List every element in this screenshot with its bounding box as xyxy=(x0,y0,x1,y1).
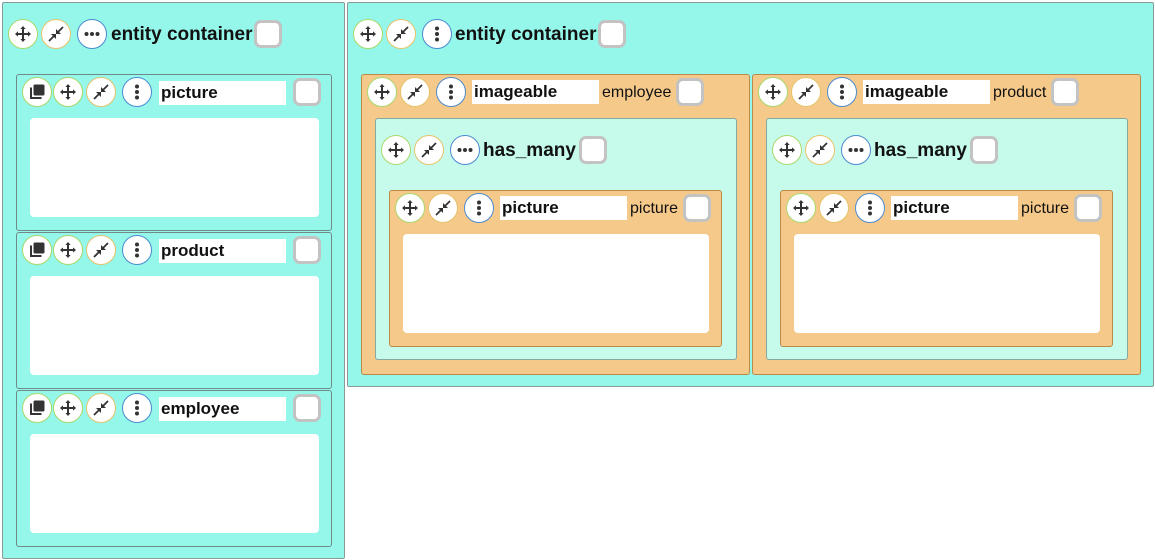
copy-icon[interactable] xyxy=(22,77,52,107)
container-checkbox[interactable] xyxy=(254,20,282,48)
left-entity-container: entity container xyxy=(2,2,345,559)
child-name-input[interactable] xyxy=(891,196,1018,220)
child-entity-body[interactable] xyxy=(794,234,1100,333)
relation-box-has-many: has_many picture xyxy=(766,118,1128,360)
group-name-input[interactable] xyxy=(863,80,990,104)
entity-name-input[interactable] xyxy=(159,397,286,421)
shrink-icon[interactable] xyxy=(386,19,416,49)
group-checkbox[interactable] xyxy=(676,78,704,106)
child-type-label: picture xyxy=(1021,200,1070,217)
child-type-label: picture xyxy=(630,200,679,217)
move-icon[interactable] xyxy=(786,193,816,223)
child-checkbox[interactable] xyxy=(1074,194,1102,222)
shrink-icon[interactable] xyxy=(805,135,835,165)
polymorphic-group-product: product has_many picture xyxy=(752,74,1141,375)
container-checkbox[interactable] xyxy=(598,20,626,48)
more-vertical-icon[interactable] xyxy=(122,235,152,265)
group-type-label: employee xyxy=(602,84,672,101)
shrink-icon[interactable] xyxy=(400,77,430,107)
move-icon[interactable] xyxy=(381,135,411,165)
entity-checkbox[interactable] xyxy=(293,394,321,422)
relation-title: has_many xyxy=(874,140,967,161)
child-name-input[interactable] xyxy=(500,196,627,220)
more-vertical-icon[interactable] xyxy=(827,77,857,107)
copy-icon[interactable] xyxy=(22,393,52,423)
container-title: entity container xyxy=(111,24,253,45)
more-vertical-icon[interactable] xyxy=(464,193,494,223)
group-checkbox[interactable] xyxy=(1051,78,1079,106)
child-entity-picture: picture xyxy=(780,190,1113,347)
more-vertical-icon[interactable] xyxy=(122,393,152,423)
move-icon[interactable] xyxy=(53,77,83,107)
more-vertical-icon[interactable] xyxy=(436,77,466,107)
group-name-input[interactable] xyxy=(472,80,599,104)
entity-body[interactable] xyxy=(30,118,319,217)
entity-name-input[interactable] xyxy=(159,239,286,263)
move-icon[interactable] xyxy=(53,393,83,423)
shrink-icon[interactable] xyxy=(414,135,444,165)
shrink-icon[interactable] xyxy=(86,235,116,265)
move-icon[interactable] xyxy=(772,135,802,165)
move-icon[interactable] xyxy=(758,77,788,107)
entity-name-input[interactable] xyxy=(159,81,286,105)
relation-checkbox[interactable] xyxy=(970,136,998,164)
move-icon[interactable] xyxy=(8,19,38,49)
shrink-icon[interactable] xyxy=(791,77,821,107)
entity-checkbox[interactable] xyxy=(293,78,321,106)
more-horizontal-icon[interactable] xyxy=(77,19,107,49)
entity-checkbox[interactable] xyxy=(293,236,321,264)
more-horizontal-icon[interactable] xyxy=(450,135,480,165)
move-icon[interactable] xyxy=(395,193,425,223)
move-icon[interactable] xyxy=(367,77,397,107)
relation-box-has-many: has_many picture xyxy=(375,118,737,360)
entity-card-picture xyxy=(16,74,332,231)
right-entity-container: entity container employee has_many pictu… xyxy=(347,2,1154,387)
more-vertical-icon[interactable] xyxy=(122,77,152,107)
more-horizontal-icon[interactable] xyxy=(841,135,871,165)
entity-body[interactable] xyxy=(30,434,319,533)
child-entity-body[interactable] xyxy=(403,234,709,333)
entity-card-product xyxy=(16,232,332,389)
entity-body[interactable] xyxy=(30,276,319,375)
more-vertical-icon[interactable] xyxy=(422,19,452,49)
container-title: entity container xyxy=(455,24,597,45)
more-vertical-icon[interactable] xyxy=(855,193,885,223)
shrink-icon[interactable] xyxy=(41,19,71,49)
shrink-icon[interactable] xyxy=(428,193,458,223)
entity-card-employee xyxy=(16,390,332,547)
move-icon[interactable] xyxy=(353,19,383,49)
copy-icon[interactable] xyxy=(22,235,52,265)
polymorphic-group-employee: employee has_many picture xyxy=(361,74,750,375)
child-entity-picture: picture xyxy=(389,190,722,347)
move-icon[interactable] xyxy=(53,235,83,265)
shrink-icon[interactable] xyxy=(86,77,116,107)
shrink-icon[interactable] xyxy=(86,393,116,423)
relation-checkbox[interactable] xyxy=(579,136,607,164)
shrink-icon[interactable] xyxy=(819,193,849,223)
child-checkbox[interactable] xyxy=(683,194,711,222)
group-type-label: product xyxy=(993,84,1047,101)
relation-title: has_many xyxy=(483,140,576,161)
